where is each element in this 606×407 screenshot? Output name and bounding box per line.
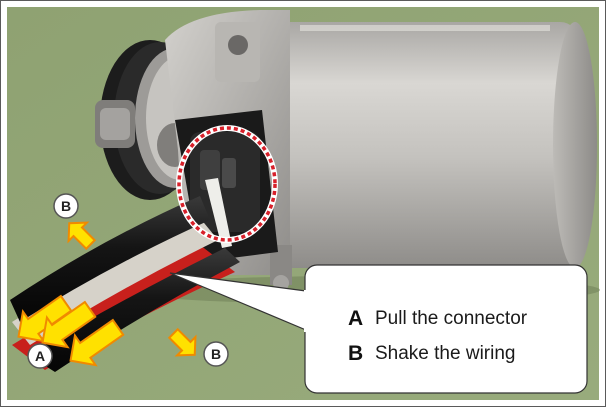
marker-b-lower: B [203,341,229,367]
callout-key-a: A [348,307,363,330]
marker-b-lower-text: B [211,346,221,362]
marker-a: A [27,343,53,369]
pull-arrow-1 [17,294,73,343]
shake-arrow-upper [67,221,97,251]
callout-key-b: B [348,342,363,365]
pull-arrow-2 [41,300,97,349]
callout-text-a: Pull the connector [375,308,528,329]
motor-body [240,22,597,268]
shake-arrow-lower [167,327,197,357]
marker-b-upper: B [53,193,79,219]
pull-arrows [17,294,125,367]
callout-text-b: Shake the wiring [375,343,515,364]
callout-box: A Pull the connector B Shake the wiring [169,264,588,394]
marker-b-upper-text: B [61,198,71,214]
pull-arrow-3 [69,318,125,367]
highlight-circle [176,125,278,243]
marker-a-text: A [35,348,45,364]
